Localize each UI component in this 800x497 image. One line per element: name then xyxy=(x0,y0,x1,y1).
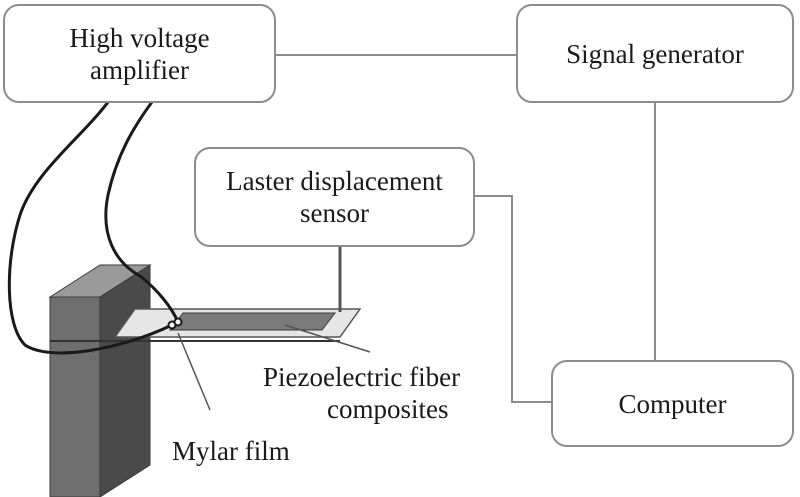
signal-generator-label: Signal generator xyxy=(566,38,744,69)
clamp-block-front xyxy=(49,296,101,497)
high-voltage-amplifier-label: High voltage amplifier xyxy=(69,22,210,85)
electrode-wires xyxy=(7,93,180,355)
clamp-block-side xyxy=(99,264,151,497)
computer-label: Computer xyxy=(618,388,727,419)
pfc-label-line2: composites xyxy=(327,394,449,424)
sensor-to-computer-line xyxy=(475,195,551,403)
pfc-leader-line xyxy=(284,324,371,353)
callout-leaders xyxy=(177,324,371,411)
signal-generator-box: Signal generator xyxy=(516,4,794,103)
laser-displacement-sensor-label: Laster displacement sensor xyxy=(226,166,443,228)
mylar-leader-line xyxy=(177,332,211,411)
signal-connections xyxy=(276,54,656,403)
wire-right xyxy=(104,93,180,323)
wire-left xyxy=(7,97,173,355)
piezoelectric-fiber-patch xyxy=(168,312,337,331)
electrode-contact-right xyxy=(173,317,183,327)
high-voltage-amplifier-box: High voltage amplifier xyxy=(3,4,276,103)
clamp-block xyxy=(48,264,152,497)
mylar-film-label: Mylar film xyxy=(172,436,290,466)
pfc-label-line1: Piezoelectric fiber xyxy=(263,362,461,392)
computer-box: Computer xyxy=(551,360,794,447)
laser-displacement-sensor-box: Laster displacement sensor xyxy=(194,147,475,247)
